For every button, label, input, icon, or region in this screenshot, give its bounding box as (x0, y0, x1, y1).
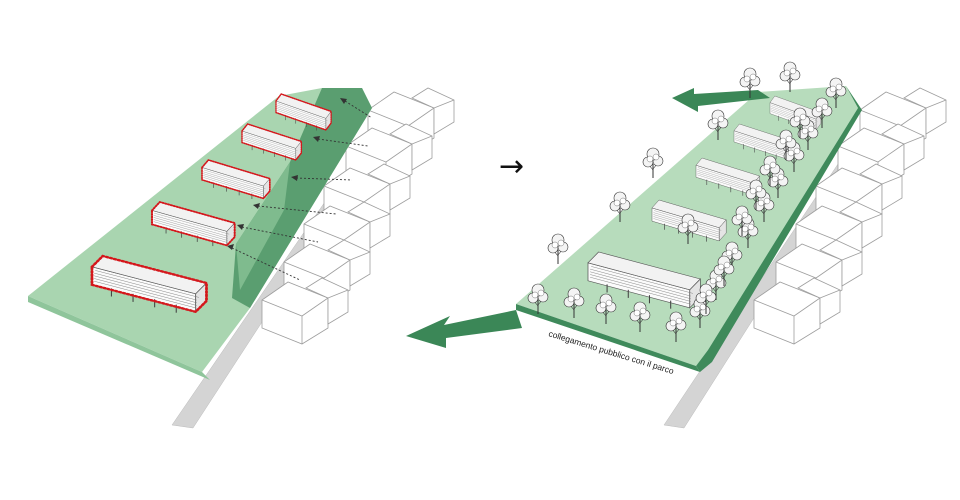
left-panel (28, 87, 455, 429)
projection-arrowheads (227, 98, 347, 250)
projection-lines (231, 100, 373, 281)
path-arrow-icon (672, 88, 770, 112)
path-arrow-icon (406, 310, 522, 348)
right-arrow-icon: → (499, 149, 524, 184)
right-panel: collegamento pubblico con il parco (406, 61, 947, 429)
